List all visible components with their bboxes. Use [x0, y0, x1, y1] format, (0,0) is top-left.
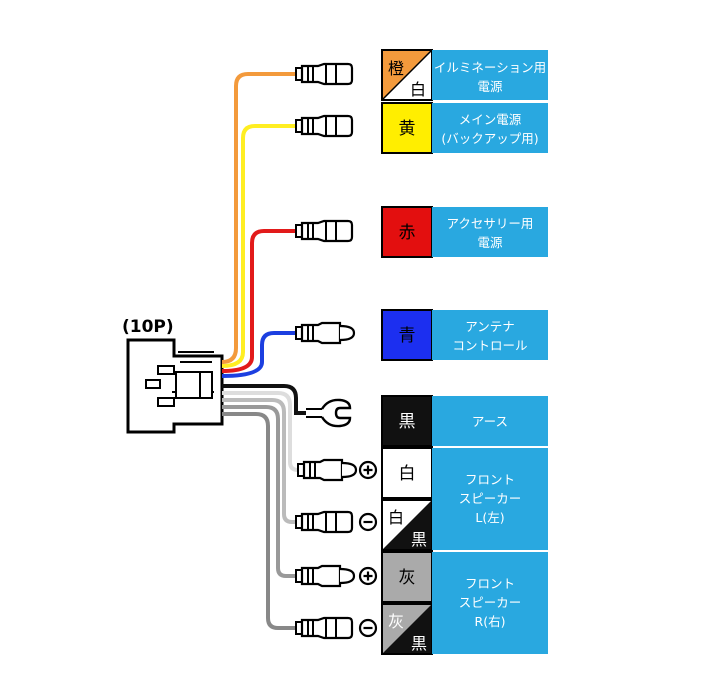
label-main-power: メイン電源 (バックアップ用): [432, 103, 548, 153]
label-accessory-power: アクセサリー用 電源: [432, 207, 548, 257]
function-label-line: イルミネーション用: [434, 60, 546, 75]
swatch-color-label: 青: [399, 326, 416, 346]
terminal-yellow: [295, 114, 354, 138]
wire-gray: [222, 405, 296, 578]
swatch-color-label: 灰: [399, 568, 416, 588]
connector-10p: [126, 338, 224, 434]
wires: [221, 72, 306, 630]
function-label-line: スピーカー: [459, 491, 522, 506]
wire-black: [222, 384, 306, 415]
swatch-white-black: 白 黒: [381, 499, 433, 551]
terminal-gray-black: [295, 616, 354, 640]
swatch-color-label: 灰: [388, 612, 404, 631]
function-label-line: コントロール: [452, 338, 527, 353]
polarity-plus-icon: [358, 566, 378, 586]
terminal-white-black: [295, 510, 354, 534]
polarity-minus-icon: [358, 618, 378, 638]
function-label-line: メイン電源: [459, 112, 522, 127]
swatch-blue: 青: [381, 309, 433, 361]
function-label-line: アクセサリー用: [447, 216, 534, 231]
function-label-line: 電源: [477, 79, 503, 94]
swatch-color-label: 橙: [388, 59, 404, 78]
function-label-line: スピーカー: [459, 595, 522, 610]
swatch-yellow: 黄: [381, 102, 433, 154]
function-label-line: フロント: [465, 576, 515, 591]
swatch-color-label: 赤: [399, 223, 416, 243]
polarity-minus-icon: [358, 512, 378, 532]
terminal-gray: [295, 564, 356, 588]
function-label-line: 電源: [477, 235, 503, 250]
polarity-plus-icon: [358, 460, 378, 480]
swatch-black: 黒: [381, 395, 433, 447]
function-label-line: R(右): [475, 614, 506, 629]
swatch-color-label: 黒: [399, 412, 416, 432]
label-front-speaker-right: フロント スピーカー R(右): [432, 552, 548, 654]
swatch-color-label: 黒: [411, 530, 427, 549]
wire-orange-white: [221, 72, 296, 364]
terminal-orange-white: [295, 62, 354, 86]
label-front-speaker-left: フロント スピーカー L(左): [432, 448, 548, 550]
function-labels: イルミネーション用 電源 メイン電源 (バックアップ用) アクセサリー用 電源 …: [432, 50, 548, 654]
swatch-red: 赤: [381, 206, 433, 258]
function-label-line: アース: [472, 414, 508, 429]
wire-yellow: [221, 124, 296, 368]
label-illumination-power: イルミネーション用 電源: [432, 50, 548, 100]
swatch-gray-black: 灰 黒: [381, 603, 433, 655]
function-label-line: フロント: [465, 472, 515, 487]
swatch-color-label: 黒: [411, 634, 427, 653]
swatch-color-label: 白: [388, 508, 404, 527]
swatch-white: 白: [381, 447, 433, 499]
swatch-orange-white: 橙 白: [381, 49, 433, 101]
swatch-color-label: 白: [399, 464, 416, 484]
wire-red: [221, 229, 296, 373]
label-antenna-control: アンテナ コントロール: [432, 310, 548, 360]
wire-white-black: [222, 398, 296, 524]
terminal-black: [306, 398, 352, 428]
terminal-red: [295, 219, 354, 243]
function-label-line: アンテナ: [465, 319, 515, 334]
terminals: [295, 62, 358, 640]
polarity-marks: [358, 460, 378, 638]
terminal-white: [297, 458, 358, 482]
swatch-gray: 灰: [381, 551, 433, 603]
wire-blue: [221, 331, 296, 378]
wire-gray-black: [222, 412, 296, 630]
wire-white: [222, 391, 299, 472]
function-label-line: L(左): [475, 510, 504, 525]
terminal-blue: [295, 321, 356, 345]
swatch-color-label: 黄: [399, 119, 416, 139]
label-ground: アース: [432, 396, 548, 446]
color-swatches: 橙 白 黄 赤 青 黒 白: [381, 49, 433, 655]
connector-label: (10P): [122, 317, 174, 337]
function-label-line: (バックアップ用): [441, 131, 538, 146]
swatch-color-label: 白: [410, 80, 426, 99]
